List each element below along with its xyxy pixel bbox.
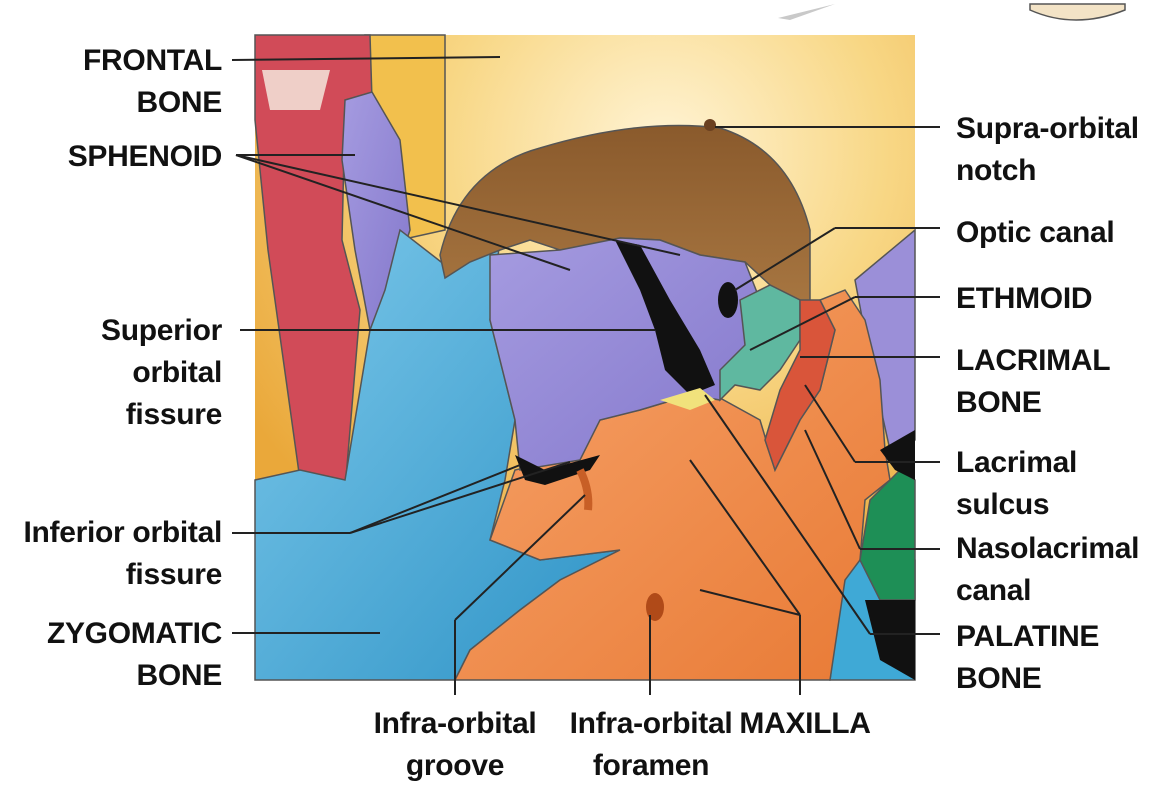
decorative-mark (778, 4, 835, 20)
label-lacrimal-sulcus: Lacrimal sulcus (956, 442, 1077, 526)
label-supra-orbital-notch: Supra-orbital notch (956, 108, 1139, 192)
supra-orbital-notch (704, 119, 716, 131)
label-optic-canal: Optic canal (956, 212, 1114, 254)
infra-orbital-foramen (646, 593, 664, 621)
label-ethmoid: ETHMOID (956, 278, 1092, 320)
highlight (262, 70, 330, 110)
label-palatine-bone: PALATINE BONE (956, 616, 1099, 700)
label-lacrimal-bone: LACRIMAL BONE (956, 340, 1110, 424)
label-inferior-orbital-fissure: Inferior orbital fissure (23, 512, 222, 596)
decorative-tooth-shape (1030, 4, 1125, 20)
label-maxilla: MAXILLA (730, 703, 880, 745)
optic-canal (718, 282, 738, 318)
label-sphenoid: SPHENOID (68, 136, 222, 178)
label-nasolacrimal-canal: Nasolacrimal canal (956, 528, 1139, 612)
label-infra-orbital-groove: Infra-orbital groove (360, 703, 550, 787)
label-infra-orbital-foramen: Infra-orbital foramen (556, 703, 746, 787)
label-zygomatic-bone: ZYGOMATIC BONE (47, 613, 222, 697)
label-frontal-bone: FRONTAL BONE (83, 40, 222, 124)
label-superior-orbital-fissure: Superior orbital fissure (101, 310, 222, 436)
